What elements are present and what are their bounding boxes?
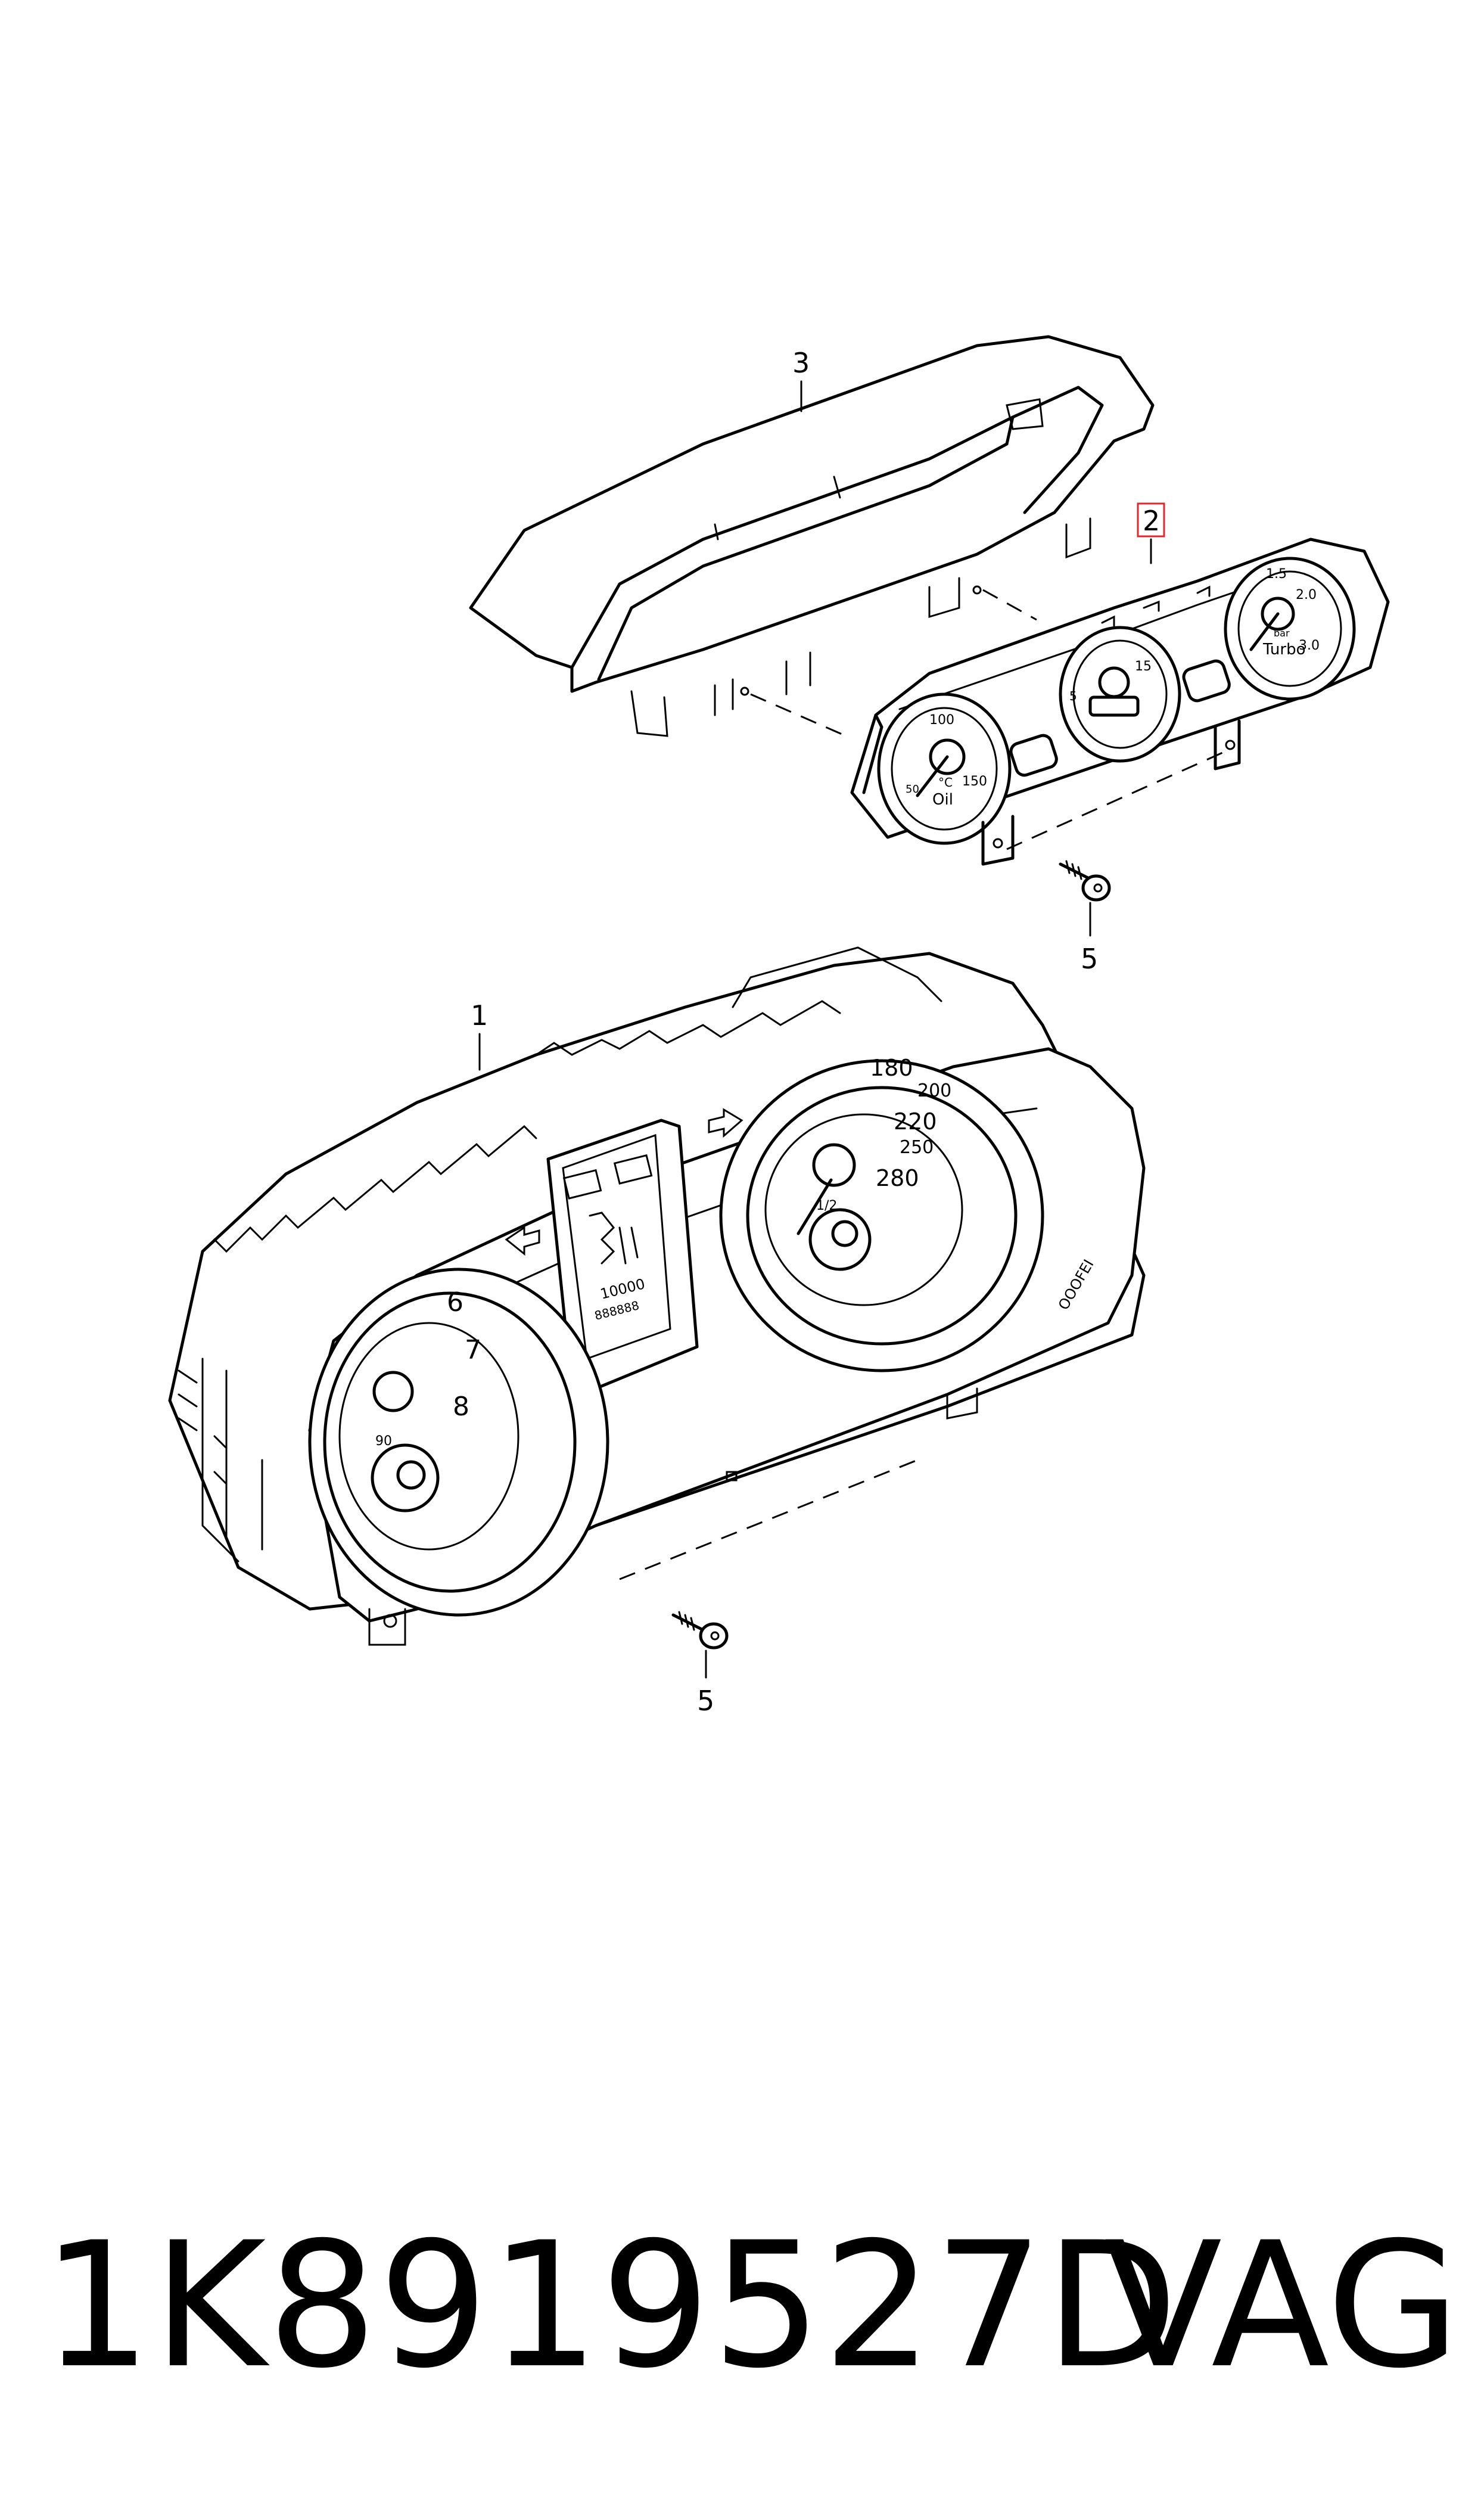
turbo-boost-gauge: 1.5 2.0 3.0 bar Turbo [1224, 557, 1356, 701]
callout-1: 1 [471, 999, 488, 1032]
turbo-gauge-label-30: 3.0 [1299, 638, 1320, 653]
oil-gauge-unit: °C [938, 775, 953, 790]
oil-gauge-label-100: 100 [929, 713, 954, 728]
middle-gauge: 15 5 [1059, 626, 1181, 763]
assembly-line [750, 693, 847, 737]
oil-temperature-gauge: 100 150 50 °C Oil [877, 692, 1012, 845]
callout-3: 3 [792, 347, 810, 379]
speedometer-gauge: 180 200 220 250 280 1/2 [719, 1055, 1044, 1372]
fuel-gauge-label-half: 1/2 [816, 1198, 837, 1213]
right-knob-button [1182, 659, 1231, 703]
turbo-gauge-name: Turbo [1262, 641, 1306, 659]
turbo-gauge-unit: bar [1274, 628, 1290, 639]
middle-gauge-label-15: 15 [1135, 659, 1152, 674]
brand-name: VAG [1104, 2206, 1460, 2406]
part-number: 1K8919527D [42, 2206, 1180, 2406]
callout-2: 2 [1143, 505, 1160, 537]
tacho-label-6: 6 [447, 1287, 463, 1318]
tacho-label-8: 8 [453, 1391, 469, 1422]
speedo-label-200: 200 [917, 1080, 951, 1101]
tachometer-gauge: 6 7 8 90 [308, 1268, 609, 1617]
assembly-line [982, 589, 1037, 621]
tacho-label-7: 7 [465, 1335, 481, 1365]
left-turn-indicator [505, 1226, 540, 1256]
screw-5-upper [1059, 860, 1111, 902]
right-turn-indicator [708, 1108, 743, 1138]
turbo-gauge-label-20: 2.0 [1296, 588, 1317, 602]
speedo-label-180: 180 [870, 1055, 913, 1081]
speedo-label-250: 250 [900, 1137, 934, 1158]
part-3-cluster-cover [469, 335, 1155, 737]
part-1-instrument-cluster: 10000 888888 6 7 8 90 180 [168, 946, 1146, 1646]
callout-2-highlight [1137, 502, 1165, 538]
oil-gauge-name: Oil [932, 791, 953, 809]
callout-5-lower: 5 [697, 1685, 714, 1717]
assembly-line [1006, 747, 1234, 850]
oil-gauge-label-50: 50 [906, 783, 919, 796]
left-knob-button [1009, 734, 1058, 777]
speedo-label-280: 280 [876, 1165, 919, 1191]
speedo-label-220: 220 [894, 1108, 937, 1135]
coolant-temp-label-90: 90 [375, 1434, 392, 1449]
callout-5-upper: 5 [1081, 943, 1098, 975]
middle-gauge-label-5: 5 [1069, 689, 1077, 703]
turbo-gauge-label-15: 1.5 [1266, 567, 1287, 582]
oil-gauge-label-150: 150 [962, 774, 987, 789]
part-2-additional-gauges: 100 150 50 °C Oil 15 5 1.5 2.0 3.0 bar T… [850, 538, 1390, 866]
screw-5-lower [671, 1611, 729, 1650]
footer: 1K8919527D VAG [0, 2217, 1484, 2396]
